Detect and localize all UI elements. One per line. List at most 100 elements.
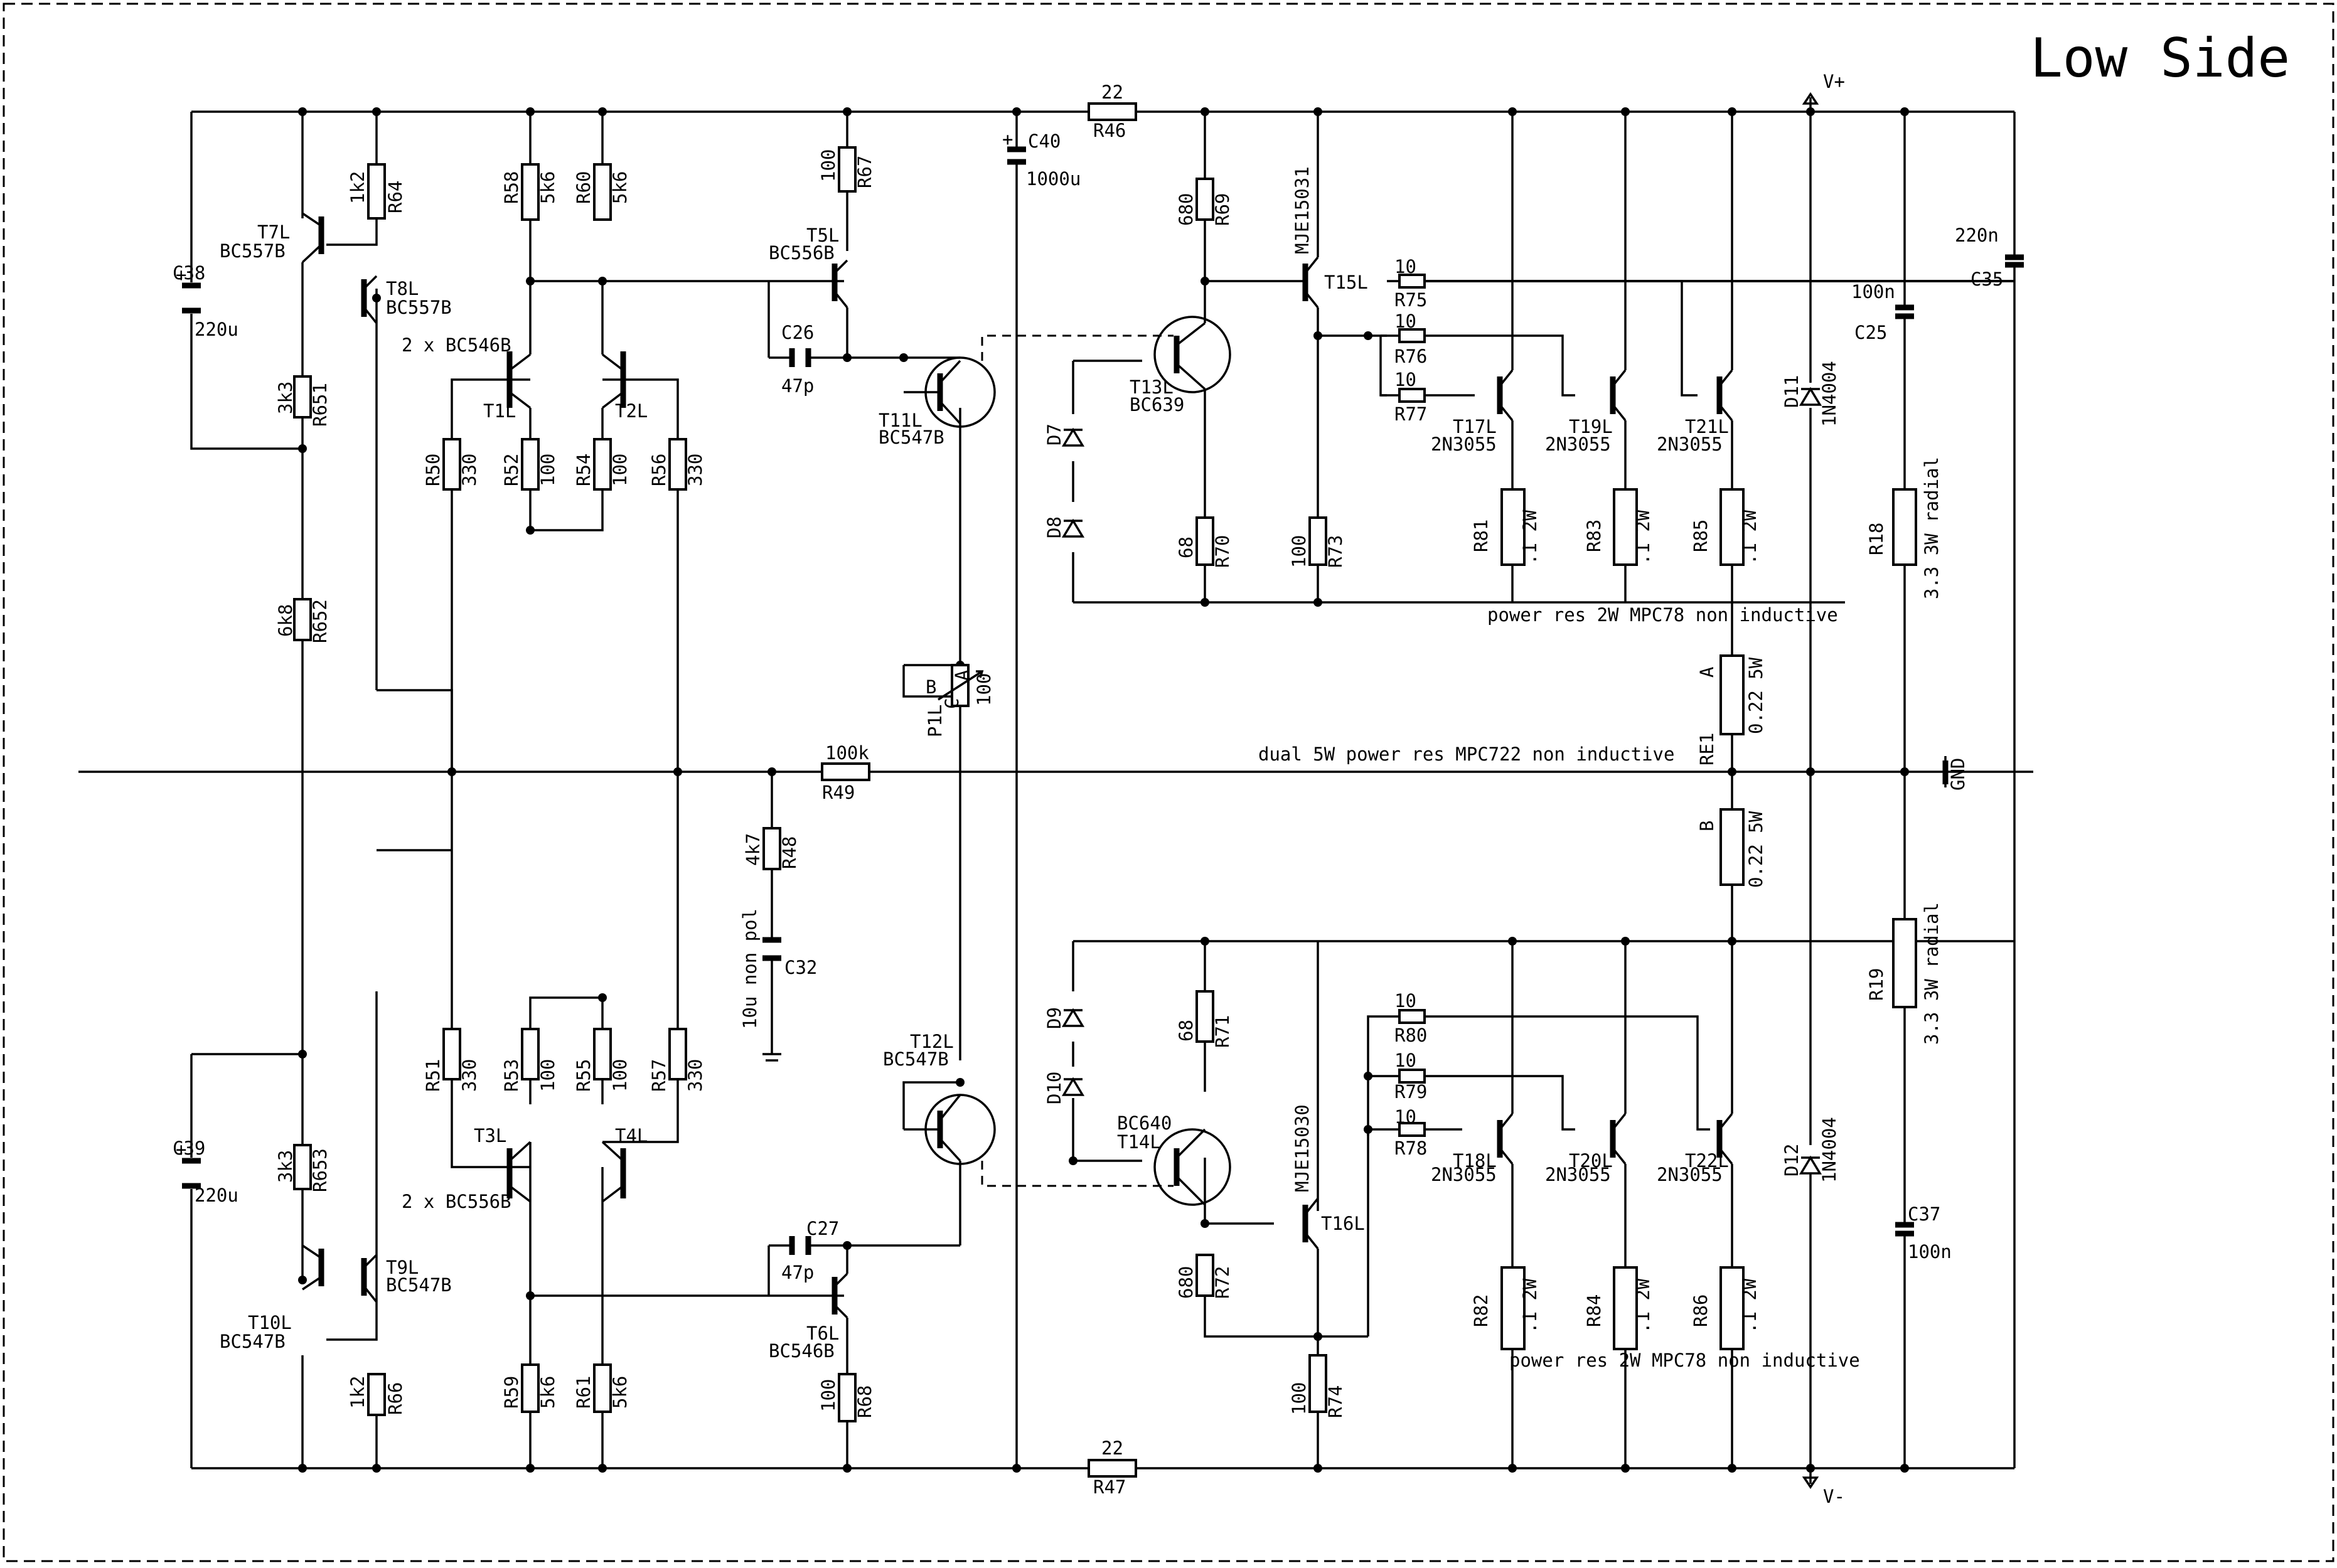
label-capacitors-6-val: 100n — [1851, 281, 1895, 302]
label-resistors-41-pin_a: A — [1696, 667, 1718, 678]
label-resistors-1-val: 3k3 — [275, 381, 296, 414]
label-resistors-33-val: 10 — [1394, 1050, 1416, 1071]
label-diodes-5-ref: D12 — [1781, 1144, 1802, 1176]
label-capacitors-6-ref: C25 — [1854, 322, 1887, 343]
label-pot-val: 100 — [973, 673, 995, 706]
label-resistors-5-ref: R58 — [501, 171, 522, 204]
label-resistors-29-ref: R75 — [1394, 289, 1427, 311]
label-transistors-16-ref: T17L — [1453, 416, 1497, 437]
label-resistors-41-ref: RE1 — [1696, 733, 1718, 765]
label-resistors-13-val: 330 — [459, 1059, 480, 1092]
label-resistors-2-val: 6k8 — [275, 604, 296, 637]
label-resistors-20-val: 100k — [825, 742, 869, 764]
label-transistors-20-ref: T20L — [1569, 1150, 1613, 1171]
label-resistors-0-val: 1k2 — [347, 171, 368, 204]
label-resistors-42-ref: R18 — [1866, 523, 1887, 555]
capacitor-plates: + + + — [176, 129, 2024, 1255]
label-transistors-18-type: 2N3055 — [1657, 434, 1723, 455]
label-resistors-9-ref: R50 — [422, 454, 444, 486]
label-diodes-0-ref: D7 — [1044, 424, 1065, 445]
note-power-top: power res 2W MPC78 non inductive — [1487, 604, 1838, 626]
label-resistors-41-val_b: 0.22 5W — [1745, 811, 1767, 888]
label-resistors-43-ref: R19 — [1866, 968, 1887, 1001]
label-transistors-10-ref: T11L — [879, 410, 922, 431]
label-resistors-28-val: 100 — [1288, 1382, 1310, 1415]
label-resistors-4-val: 1k2 — [347, 1376, 368, 1409]
label-capacitors-5-ref: C32 — [784, 957, 817, 978]
thermal-link-bottom — [981, 1161, 1174, 1187]
label-resistors-30-val: 10 — [1394, 311, 1416, 332]
label-resistors-23-val: 680 — [1175, 193, 1197, 226]
label-transistors-12-type: BC639 — [1130, 394, 1184, 415]
label-capacitors-1-ref: C39 — [173, 1138, 205, 1159]
label-resistors-6-val: 5k6 — [609, 171, 631, 204]
label-capacitors-7-ref: C35 — [1971, 269, 2003, 290]
sheet-border — [3, 3, 2334, 1562]
label-resistors-3-val: 3k3 — [275, 1150, 296, 1183]
label-capacitors-5-val: 10u non pol — [739, 909, 761, 1029]
label-transistors-8-type: BC556B — [769, 242, 835, 264]
label-resistors-30-ref: R76 — [1394, 346, 1427, 367]
label-resistors-33-ref: R79 — [1394, 1081, 1427, 1102]
label-resistors-16-ref: R57 — [648, 1059, 670, 1092]
gnd-label: GND — [1947, 758, 1969, 791]
label-transistors-21-ref: T22L — [1685, 1150, 1729, 1171]
label-resistors-23-ref: R69 — [1212, 193, 1233, 226]
label-notes-pair_bottom: 2 x BC556B — [402, 1191, 511, 1212]
label-resistors-38-ref: R82 — [1470, 1294, 1492, 1327]
label-pot-pins-0: A — [951, 670, 973, 681]
label-resistors-39-val: .1 2W — [1632, 1278, 1654, 1333]
label-resistors-27-val: 100 — [1288, 535, 1310, 568]
label-notes-pair_top: 2 x BC546B — [402, 334, 511, 356]
label-resistors-34-ref: R80 — [1394, 1025, 1427, 1046]
label-resistors-14-val: 100 — [537, 1059, 559, 1092]
label-diodes-3-ref: D10 — [1044, 1072, 1065, 1104]
resistor-bodies — [293, 102, 1917, 1478]
label-resistors-21-ref: R46 — [1093, 120, 1126, 141]
label-resistors-25-val: 68 — [1175, 1020, 1197, 1042]
label-transistors-0-ref: T7L — [257, 221, 290, 243]
label-resistors-17-val: 100 — [818, 149, 839, 182]
label-resistors-0-ref: R64 — [385, 181, 406, 213]
label-resistors-13-ref: R51 — [422, 1059, 444, 1092]
label-capacitors-1-val: 220u — [195, 1185, 238, 1206]
label-capacitors-8-ref: C37 — [1908, 1203, 1940, 1225]
label-transistors-9-type: BC546B — [769, 1340, 835, 1362]
label-resistors-10-ref: R52 — [501, 454, 522, 486]
label-transistors-11-ref: T12L — [910, 1031, 954, 1052]
label-transistors-19-type: 2N3055 — [1431, 1164, 1497, 1185]
label-resistors-31-ref: R77 — [1394, 403, 1427, 425]
label-transistors-3-type: BC547B — [220, 1331, 286, 1352]
label-resistors-40-ref: R86 — [1690, 1294, 1711, 1327]
label-resistors-7-val: 5k6 — [537, 1376, 559, 1409]
label-resistors-17-ref: R67 — [854, 156, 875, 188]
vplus-label: V+ — [1823, 71, 1845, 92]
label-capacitors-8-val: 100n — [1908, 1241, 1952, 1262]
label-diodes-4-type: 1N4004 — [1819, 361, 1840, 427]
label-resistors-10-val: 100 — [537, 454, 559, 486]
label-transistors-7-ref: T4L — [615, 1125, 648, 1146]
vminus-label: V- — [1823, 1486, 1845, 1507]
vplus-arrow — [1802, 92, 1819, 105]
label-capacitors-0-ref: C38 — [173, 262, 205, 284]
label-resistors-28-ref: R74 — [1325, 1385, 1346, 1418]
label-transistors-0-type: BC557B — [220, 240, 286, 262]
label-resistors-26-val: 680 — [1175, 1266, 1197, 1299]
label-transistors-14-type: MJE15031 — [1292, 166, 1313, 254]
label-transistors-19-ref: T18L — [1453, 1150, 1497, 1171]
label-resistors-34-val: 10 — [1394, 990, 1416, 1011]
label-pot-ref: P1L — [924, 705, 946, 737]
label-resistors-36-val: .1 2W — [1632, 509, 1654, 565]
label-resistors-22-ref: R47 — [1093, 1476, 1126, 1498]
label-diodes-2-ref: D9 — [1044, 1007, 1065, 1029]
label-resistors-22-val: 22 — [1101, 1437, 1123, 1459]
label-resistors-37-ref: R85 — [1690, 520, 1711, 552]
label-transistors-16-type: 2N3055 — [1431, 434, 1497, 455]
label-resistors-25-ref: R71 — [1212, 1015, 1233, 1048]
transistor-symbols — [301, 212, 1733, 1319]
label-transistors-8-ref: T5L — [806, 225, 839, 246]
label-transistors-1-ref: T8L — [386, 278, 419, 299]
label-resistors-31-val: 10 — [1394, 369, 1416, 390]
